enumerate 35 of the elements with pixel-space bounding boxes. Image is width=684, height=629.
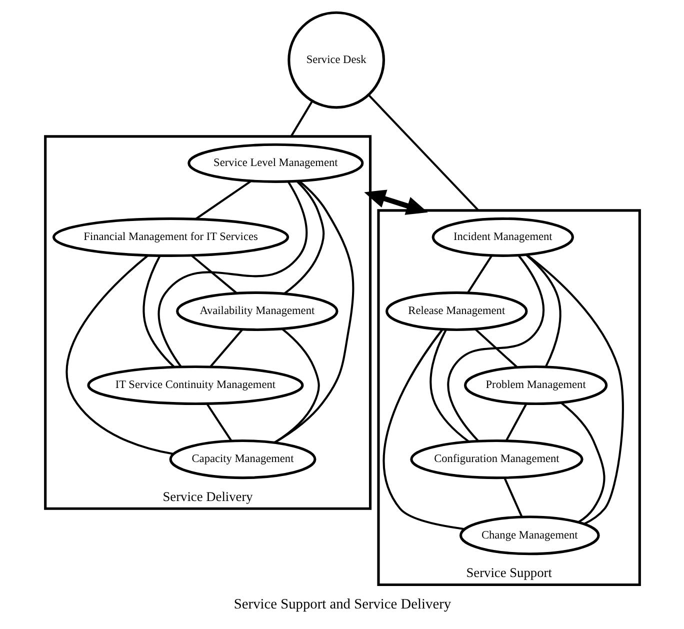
- connector: [503, 477, 522, 518]
- node-ellipse: Configuration Management: [410, 439, 583, 480]
- connector: [474, 328, 518, 368]
- node-ellipse: Incident Management: [431, 217, 574, 257]
- connector: [209, 329, 242, 368]
- node-ellipse: Change Management: [458, 516, 600, 556]
- connector: [446, 254, 544, 442]
- node-ellipse: Release Management: [385, 291, 528, 332]
- connector: [526, 254, 624, 525]
- node-ellipse: Service Level Management: [187, 143, 364, 183]
- connector: [290, 100, 313, 137]
- node-ellipse: Financial Management for IT Services: [52, 217, 289, 257]
- node-circle: Service Desk: [287, 11, 385, 109]
- connector: [190, 254, 237, 294]
- connector: [466, 255, 492, 294]
- node-ellipse: Problem Management: [463, 365, 608, 406]
- arrow: [364, 190, 428, 215]
- connector: [382, 328, 464, 530]
- connector: [560, 402, 605, 523]
- node-ellipse: Capacity Management: [168, 439, 316, 480]
- node-ellipse: Availability Management: [176, 291, 338, 332]
- connector: [194, 180, 252, 220]
- connector: [206, 403, 232, 442]
- connector: [429, 329, 470, 443]
- caption: Service Support and Service Delivery: [233, 596, 451, 613]
- connector: [274, 180, 354, 444]
- connector: [142, 255, 174, 368]
- connector: [368, 94, 479, 212]
- connector: [525, 254, 561, 368]
- connector: [157, 181, 308, 368]
- connector: [504, 403, 527, 441]
- connector: [66, 254, 173, 455]
- node-ellipse: IT Service Continuity Management: [86, 365, 304, 406]
- connector: [283, 180, 324, 295]
- connector: [274, 328, 320, 444]
